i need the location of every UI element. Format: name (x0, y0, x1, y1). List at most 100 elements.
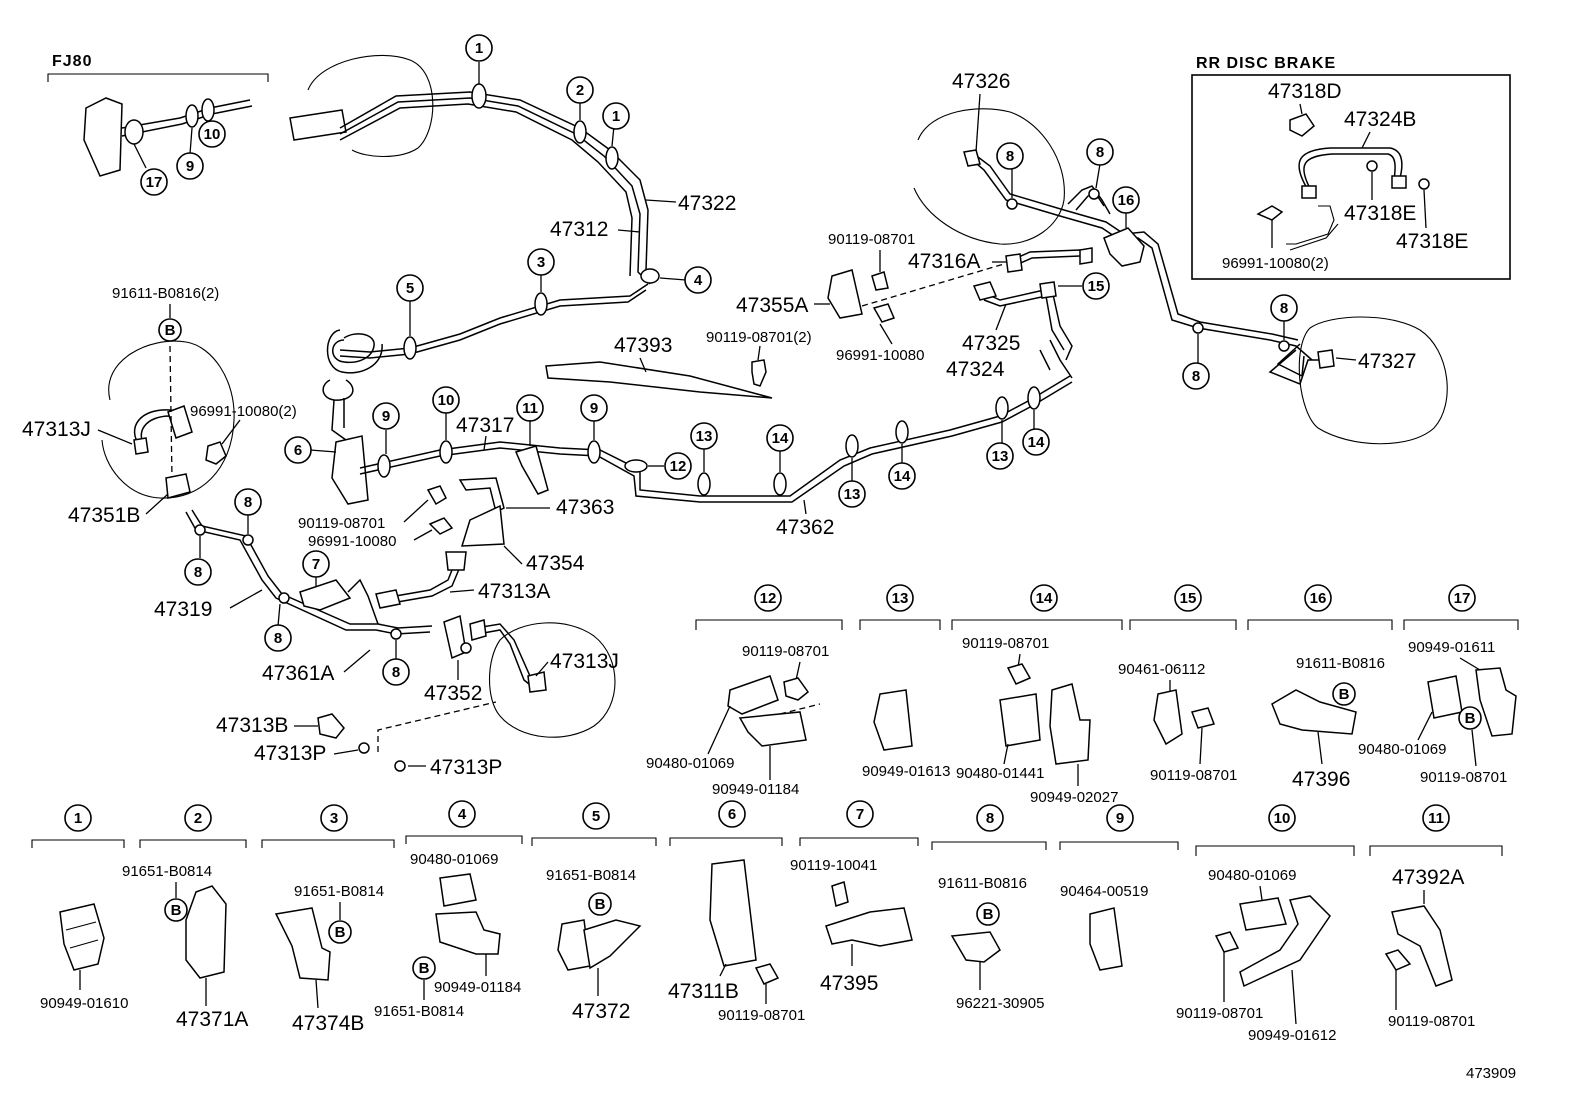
callout-2-top (566, 76, 594, 104)
washer-47318e-a (1366, 160, 1378, 172)
callout-8-a-number: 8 (194, 564, 202, 581)
grommet-9 (377, 454, 391, 478)
group-14-cushion (999, 693, 1041, 747)
rr-disc-title: RR DISC BRAKE (1196, 55, 1336, 72)
bolt-47318d (1289, 113, 1315, 137)
group-14-bolt (1006, 663, 1032, 685)
group-4-label-b: 90949-01184 (434, 979, 521, 996)
group-8-bolt-badge-letter: B (983, 906, 994, 923)
tube-47324b-fitting-a (1301, 185, 1317, 199)
callout-13-b (838, 480, 866, 508)
label-47322: 47322 (678, 192, 736, 215)
callout-13-b-number: 13 (844, 486, 861, 503)
front-left-brake-disc (101, 340, 235, 499)
group-13-callout (886, 584, 914, 612)
three-way-16 (1103, 227, 1145, 267)
group-9-callout-number: 9 (1116, 810, 1124, 827)
flex-hose-47316a-end (1005, 253, 1023, 273)
detail-group-9: 9 90464-00519 (1059, 804, 1179, 971)
grommet-13b (845, 434, 859, 458)
group-1-callout-number: 1 (74, 810, 82, 827)
callout-16-rear (1112, 186, 1140, 214)
washer-47318e-b (1418, 178, 1430, 190)
brake-booster-outline (307, 54, 434, 157)
group-4-bolt-badge (412, 956, 436, 980)
grommet-13a (697, 472, 711, 496)
group-11-bolt (1384, 949, 1412, 971)
group-3-bolt-badge (328, 920, 352, 944)
group-8-label-a: 91611-B0816 (938, 875, 1027, 892)
callout-13-a (690, 422, 718, 450)
front-right-hose-area: 47352 47313J 47313B 47313P 47313P (216, 614, 619, 779)
label-47351b: 47351B (68, 504, 140, 527)
group-7-bolt (831, 881, 849, 907)
group-5-bolt-badge (588, 892, 612, 916)
callout-8-rear-b (1086, 138, 1114, 166)
label-47327: 47327 (1358, 350, 1416, 373)
group-5-label-a: 91651-B0814 (546, 867, 636, 884)
bracket-47354 (460, 504, 505, 547)
group-11-label-b: 90119-08701 (1388, 1013, 1475, 1030)
label-47313b: 47313B (216, 714, 288, 737)
front-left-wheel: 47313J 91611-B0816(2) B 96991-10080(2) 4… (22, 285, 297, 527)
group-17-label-a: 90949-01611 (1408, 639, 1495, 656)
label-47324b: 47324B (1344, 108, 1416, 131)
clip-96991-10080-top (872, 303, 896, 323)
detail-group-16: 16 91611-B0816 B 47396 (1247, 584, 1393, 791)
group-5-bolt-badge-letter: B (595, 896, 606, 913)
label-90119-08701-top: 90119-08701 (828, 231, 915, 248)
grommet-14b (895, 420, 909, 444)
callout-16-rear-number: 16 (1118, 192, 1135, 209)
fj80-inset: FJ80 17 9 10 (47, 53, 269, 196)
callout-10-left-number: 10 (438, 392, 455, 409)
group-5-label-b: 47372 (572, 1000, 630, 1023)
detail-group-15: 15 90461-06112 90119-08701 (1118, 584, 1237, 784)
label-47324: 47324 (946, 358, 1005, 381)
group-15-clamp (1153, 689, 1183, 746)
grommet-1b (605, 146, 619, 170)
label-47362: 47362 (776, 516, 834, 539)
bolt-badge-91611-b0816-2-letter: B (165, 322, 176, 339)
group-13-label-a: 90949-01613 (862, 763, 950, 780)
flex-hose-47313j-end (133, 437, 149, 455)
group-12-clamp (738, 711, 807, 747)
detail-group-4: 4 90480-01069 B 90949-01184 91651-B0814 (374, 800, 523, 1020)
tube-47325-end (972, 281, 998, 301)
callout-9-left-number: 9 (382, 408, 390, 425)
detail-group-5: 5 91651-B0814 B 47372 (531, 802, 657, 1023)
grommet-8-rear-d (1278, 340, 1290, 352)
label-47318e-a: 47318E (1344, 202, 1416, 225)
callout-8-rear-c-number: 8 (1192, 368, 1200, 385)
group-12-cushion (727, 675, 779, 715)
callout-5 (396, 274, 424, 302)
callout-11-number: 11 (522, 400, 538, 417)
callout-15-rear (1082, 272, 1110, 300)
clamp-7-in-place (299, 579, 352, 611)
group-12-label-a: 90119-08701 (742, 643, 829, 660)
group-4-bolt-badge-letter: B (419, 960, 430, 977)
callout-14-c-number: 14 (1028, 434, 1045, 451)
bolt-90119-08701-2 (751, 359, 767, 387)
label-47313p-b: 47313P (430, 756, 502, 779)
grommet-14a (773, 472, 787, 496)
group-10-callout-number: 10 (1274, 810, 1291, 827)
group-15-callout (1174, 584, 1202, 612)
group-5-callout-number: 5 (592, 808, 600, 825)
fj80-label: FJ80 (52, 53, 92, 70)
group-14-label-b: 90480-01441 (956, 765, 1044, 782)
label-90119-08701-2: 90119-08701(2) (706, 329, 812, 346)
group-5-callout (582, 802, 610, 830)
label-47361a: 47361A (262, 662, 334, 685)
detail-group-11: 11 47392A 90119-08701 (1369, 804, 1503, 1030)
group-16-bolt-badge (1332, 682, 1356, 706)
group-4-label-c: 91651-B0814 (374, 1003, 464, 1020)
group-6-label-b: 90119-08701 (718, 1007, 805, 1024)
callout-8-b (234, 488, 262, 516)
grommet-8a (194, 524, 206, 536)
group-4-cushion (439, 873, 477, 907)
callout-3 (527, 248, 555, 276)
bolt-90119-08701-mid (426, 485, 447, 506)
fj80-clamp-part (83, 97, 123, 177)
flex-hose-47313j-fitting (167, 405, 193, 439)
bracket-47355a (827, 269, 863, 319)
